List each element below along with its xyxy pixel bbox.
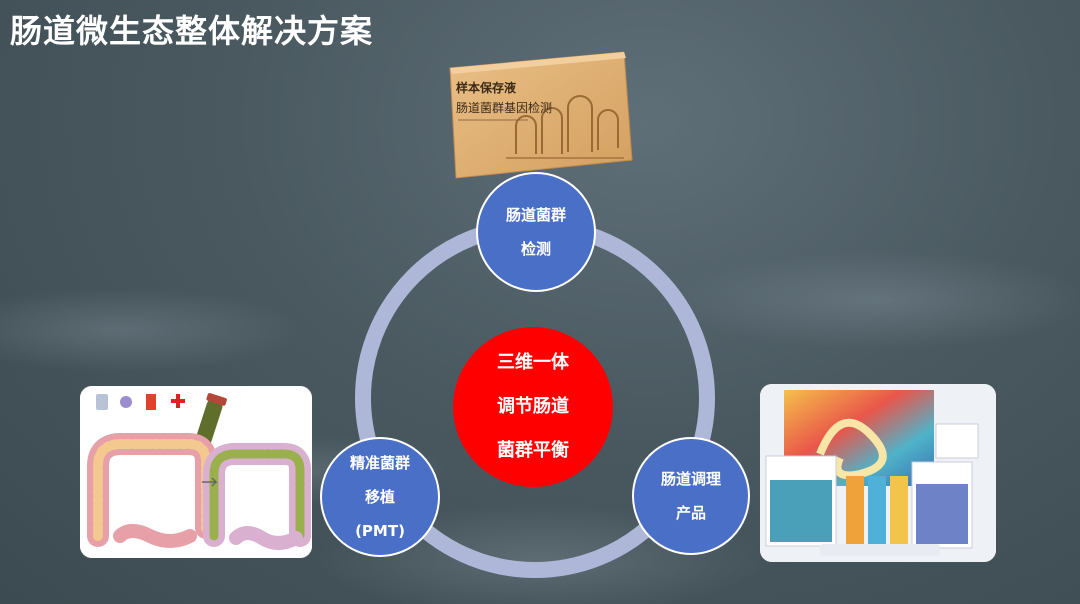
node-gut-flora-testing: 肠道菌群 检测 bbox=[476, 172, 596, 292]
node-left-line-2: 移植 bbox=[364, 488, 395, 506]
node-gut-conditioning-products: 肠道调理 产品 bbox=[632, 437, 750, 555]
node-top-line-1: 肠道菌群 bbox=[505, 206, 566, 224]
node-left-line-1: 精准菌群 bbox=[349, 454, 410, 472]
fmt-illustration-image bbox=[80, 386, 312, 558]
sample-kit-box-image: 样本保存液 肠道菌群基因检测 bbox=[446, 50, 636, 180]
center-line-1: 三维一体 bbox=[497, 352, 569, 373]
node-left-line-3: (PMT) bbox=[355, 522, 405, 540]
node-top-line-2: 检测 bbox=[520, 240, 551, 258]
node-right-line-1: 肠道调理 bbox=[660, 470, 721, 488]
kit-label-line1: 样本保存液 bbox=[456, 80, 516, 95]
node-flora-transplant: 精准菌群 移植 (PMT) bbox=[320, 437, 440, 557]
node-right-line-2: 产品 bbox=[675, 504, 706, 522]
center-line-3: 菌群平衡 bbox=[497, 440, 569, 461]
center-circle: 三维一体 调节肠道 菌群平衡 bbox=[453, 327, 613, 487]
kit-label-line2: 肠道菌群基因检测 bbox=[456, 100, 552, 115]
page-title: 肠道微生态整体解决方案 bbox=[10, 12, 374, 50]
gut-products-photo bbox=[760, 384, 996, 562]
center-line-2: 调节肠道 bbox=[497, 396, 569, 417]
